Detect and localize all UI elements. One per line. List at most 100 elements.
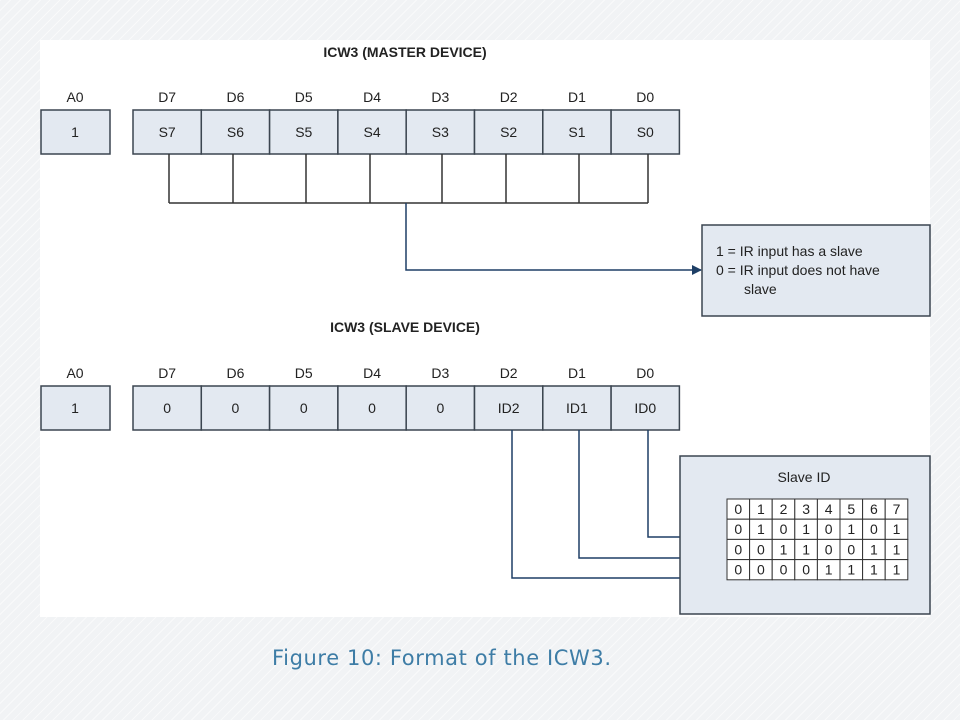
master-bit-value-d2: S2 <box>500 124 517 140</box>
master-bit-cell-d1 <box>542 109 612 155</box>
master-bit-value-d7: S7 <box>159 124 176 140</box>
slave-id-header-cell: 5 <box>847 501 855 517</box>
master-bit-cell-d4 <box>337 109 407 155</box>
slave-id-value: 1 <box>802 541 810 557</box>
slave-id-value: 0 <box>734 521 742 537</box>
slave-bit-cell-d6 <box>200 385 271 431</box>
master-title: ICW3 (MASTER DEVICE) <box>323 44 486 60</box>
slave-bit-header-d5: D5 <box>295 365 313 381</box>
master-note-box <box>701 224 931 317</box>
slave-id-value: 1 <box>757 521 765 537</box>
slave-id-header-cell: 2 <box>780 501 788 517</box>
slave-bit-value-d4: 0 <box>368 400 376 416</box>
master-bit-header-d7: D7 <box>158 89 176 105</box>
slave-bit-header-d4: D4 <box>363 365 381 381</box>
slave-a0-header: A0 <box>66 365 83 381</box>
master-a0-header: A0 <box>66 89 83 105</box>
slave-id-value: 1 <box>870 562 878 578</box>
slave-bit-value-d6: 0 <box>232 400 240 416</box>
slave-bit-header-d2: D2 <box>500 365 518 381</box>
master-bit-header-d4: D4 <box>363 89 381 105</box>
slave-title: ICW3 (SLAVE DEVICE) <box>330 319 480 335</box>
slave-id-header-cell: 3 <box>802 501 810 517</box>
slave-bit-cell-d0 <box>610 385 681 431</box>
slave-bit-value-d5: 0 <box>300 400 308 416</box>
master-bit-header-d1: D1 <box>568 89 586 105</box>
slave-bit-value-d0: ID0 <box>634 400 656 416</box>
slave-bit-cell-d1 <box>542 385 612 431</box>
slave-id-value: 1 <box>893 562 901 578</box>
master-bit-header-d2: D2 <box>500 89 518 105</box>
slave-bit-header-d7: D7 <box>158 365 176 381</box>
slave-bit-header-d3: D3 <box>431 365 449 381</box>
slave-id-value: 0 <box>734 541 742 557</box>
slave-id-header-cell: 6 <box>870 501 878 517</box>
master-bit-value-d4: S4 <box>363 124 380 140</box>
master-bit-value-d3: S3 <box>432 124 449 140</box>
master-arrow <box>405 203 702 275</box>
master-note-line-2: 0 = IR input does not have <box>716 262 880 278</box>
slave-id-value: 1 <box>780 541 788 557</box>
master-bit-value-d1: S1 <box>568 124 585 140</box>
master-bit-value-d5: S5 <box>295 124 312 140</box>
slave-a0-value: 1 <box>71 400 79 416</box>
slave-id-value: 0 <box>734 562 742 578</box>
slave-bit-cell-d5 <box>268 385 339 431</box>
slave-bit-value-d2: ID2 <box>498 400 520 416</box>
slave-id-value: 0 <box>825 541 833 557</box>
master-bit-value-d6: S6 <box>227 124 244 140</box>
slave-bit-value-d1: ID1 <box>566 400 588 416</box>
slave-bit-header-d0: D0 <box>636 365 654 381</box>
master-bit-cell-d0 <box>610 109 681 155</box>
master-note-line-3: slave <box>744 281 777 297</box>
master-bit-cell-d3 <box>405 109 476 155</box>
slave-id-header-cell: 0 <box>734 501 742 517</box>
master-a0-cell <box>40 109 111 155</box>
slave-id-header-cell: 1 <box>757 501 765 517</box>
slave-bit-value-d7: 0 <box>163 400 171 416</box>
slave-id-value: 0 <box>825 521 833 537</box>
slave-id-value: 0 <box>870 521 878 537</box>
master-bracket <box>168 154 649 204</box>
slave-a0-cell <box>40 385 111 431</box>
slave-id-value: 1 <box>870 541 878 557</box>
master-a0-value: 1 <box>71 124 79 140</box>
slave-id-value: 0 <box>780 562 788 578</box>
master-note-line-1: 1 = IR input has a slave <box>716 243 863 259</box>
slave-id-value: 0 <box>757 562 765 578</box>
master-bit-header-d6: D6 <box>226 89 244 105</box>
id1-arrow <box>578 430 722 563</box>
slave-bit-cell-d4 <box>337 385 407 431</box>
slave-bit-cell-d7 <box>132 385 203 431</box>
master-bit-value-d0: S0 <box>637 124 654 140</box>
slave-bit-value-d3: 0 <box>436 400 444 416</box>
master-bit-header-d3: D3 <box>431 89 449 105</box>
slave-id-value: 0 <box>847 541 855 557</box>
slave-id-header-cell: 4 <box>825 501 833 517</box>
slave-id-value: 1 <box>802 521 810 537</box>
slave-id-title: Slave ID <box>778 469 831 485</box>
slave-bit-header-d1: D1 <box>568 365 586 381</box>
slave-bit-cell-d3 <box>405 385 476 431</box>
slave-id-value: 0 <box>757 541 765 557</box>
master-bit-cell-d2 <box>473 109 544 155</box>
master-bit-cell-d5 <box>268 109 339 155</box>
slave-id-cell <box>884 559 909 581</box>
slave-id-value: 1 <box>847 521 855 537</box>
slave-id-value: 0 <box>780 521 788 537</box>
master-bit-header-d0: D0 <box>636 89 654 105</box>
slave-id-value: 0 <box>802 562 810 578</box>
slave-id-value: 1 <box>893 541 901 557</box>
slave-bit-header-d6: D6 <box>226 365 244 381</box>
slave-id-header-cell: 7 <box>893 501 901 517</box>
master-bit-header-d5: D5 <box>295 89 313 105</box>
slave-id-value: 1 <box>825 562 833 578</box>
slave-id-value: 1 <box>847 562 855 578</box>
slave-id-value: 1 <box>893 521 901 537</box>
figure-caption: Figure 10: Format of the ICW3. <box>272 646 612 670</box>
slave-bit-cell-d2 <box>473 385 544 431</box>
